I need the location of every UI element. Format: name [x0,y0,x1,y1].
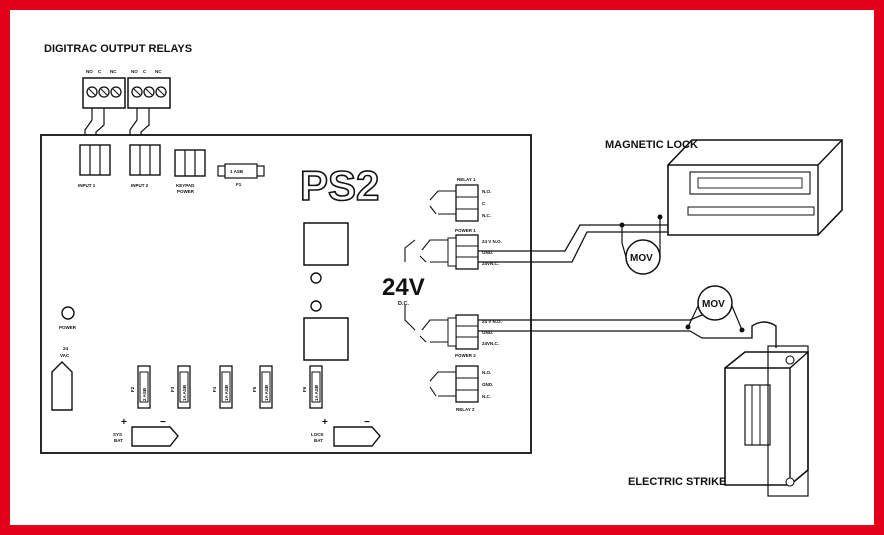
svg-text:2 ASB: 2 ASB [142,387,147,401]
lock-bat-connector: + − LOCK BAT [311,417,381,447]
svg-text:1A ASB: 1A ASB [314,384,319,401]
svg-text:POWER: POWER [59,325,77,330]
relay2-terminal-block: N.O. GND. N.C. RELAY 2 [429,365,493,412]
svg-text:POWER: POWER [177,189,195,194]
svg-text:1 ASB: 1 ASB [230,169,244,174]
svg-text:C: C [143,69,147,74]
fuse-f1: 1 ASB F1 [217,163,265,187]
power1-terminal-block: POWER 1 24 V N.O. GND. 24VN.C. [404,228,502,270]
fuse-f4: 1A ASB F4 [212,365,233,409]
relay-component-1 [303,222,349,266]
svg-text:NO: NO [131,69,138,74]
svg-text:+: + [322,417,328,428]
svg-text:BAT: BAT [314,438,323,443]
wire-maglock-ground [478,231,678,263]
svg-text:−: − [364,417,370,428]
svg-text:+: + [121,417,127,428]
power2-terminal-block: 24 V N.O. GND. 24VN.C. POWER 2 [404,305,502,358]
svg-text:RELAY 1: RELAY 1 [457,177,476,182]
input2-connector: INPUT 2 [129,144,161,188]
svg-text:POWER 1: POWER 1 [455,228,476,233]
relay-component-2 [303,317,349,361]
svg-text:MOV: MOV [630,253,653,264]
svg-text:NO: NO [86,69,93,74]
svg-text:POWER 2: POWER 2 [455,353,476,358]
svg-text:24: 24 [63,346,69,351]
magnetic-lock: MAGNETIC LOCK [605,139,843,236]
svg-text:N.C.: N.C. [482,394,491,399]
svg-text:F1: F1 [236,182,242,187]
keypad-power-connector: KEYPAD POWER [174,149,206,194]
fuse-f6: 1A ASB F6 [302,365,323,409]
svg-text:MAGNETIC LOCK: MAGNETIC LOCK [605,139,698,151]
svg-text:1A ASB: 1A ASB [182,384,187,401]
svg-text:INPUT 1: INPUT 1 [78,183,96,188]
voltage-sub-label: D.C. [398,301,409,307]
svg-text:ELECTRIC STRIKE: ELECTRIC STRIKE [628,476,726,488]
fuse-f2: 2 ASB F2 [130,365,151,409]
svg-text:BAT: BAT [114,438,123,443]
relay1-terminal-block: RELAY 1 N.O. C N.C. [429,177,491,222]
svg-text:SYS: SYS [113,432,122,437]
digitrac-relay-block-2: NO C NC [127,69,171,109]
svg-text:1A ASB: 1A ASB [264,384,269,401]
svg-text:C: C [98,69,102,74]
diagram-title: DIGITRAC OUTPUT RELAYS [44,43,192,55]
status-led-2 [310,300,322,312]
svg-text:24 V N.O.: 24 V N.O. [482,239,502,244]
svg-text:24 V N.O.: 24 V N.O. [482,319,502,324]
vac-input-connector [51,361,73,411]
svg-text:F3: F3 [170,386,175,392]
power-led [61,306,75,320]
svg-text:1A ASB: 1A ASB [224,384,229,401]
electric-strike: ELECTRIC STRIKE [628,321,809,497]
board-title: PS2 [300,162,379,209]
svg-text:F2: F2 [130,386,135,392]
svg-text:C: C [482,201,486,206]
mov-component-2: MOV [687,285,743,331]
wire-maglock-positive [478,224,678,252]
wire-strike-ground [478,330,760,339]
svg-text:24VN.C.: 24VN.C. [482,261,499,266]
voltage-label: 24V [382,274,425,301]
input1-connector: INPUT 1 [78,144,111,188]
sys-bat-connector: + − SYS BAT [113,417,179,447]
mov-component-1: MOV [621,239,661,275]
svg-text:GND.: GND. [482,250,493,255]
status-led-1 [310,272,322,284]
ps2-board [40,134,532,454]
svg-text:N.O.: N.O. [482,370,491,375]
fuse-f3: 1A ASB F3 [170,365,191,409]
svg-text:−: − [160,417,166,428]
svg-text:N.C.: N.C. [482,213,491,218]
svg-text:GND.: GND. [482,382,493,387]
svg-text:MOV: MOV [702,299,725,310]
svg-text:NC: NC [110,69,117,74]
fuse-f5: 1A ASB F5 [252,365,273,409]
svg-text:INPUT 2: INPUT 2 [131,183,149,188]
svg-text:24VN.C.: 24VN.C. [482,341,499,346]
svg-text:RELAY 2: RELAY 2 [456,407,475,412]
svg-text:LOCK: LOCK [311,432,324,437]
svg-text:GND.: GND. [482,330,493,335]
svg-text:N.O.: N.O. [482,189,491,194]
svg-text:NC: NC [155,69,162,74]
digitrac-relay-block-1: NO C NC [82,69,126,109]
svg-text:VAC: VAC [60,353,70,358]
svg-text:F6: F6 [302,386,307,392]
svg-text:F4: F4 [212,386,217,392]
svg-text:F5: F5 [252,386,257,392]
svg-text:KEYPAD: KEYPAD [176,183,195,188]
